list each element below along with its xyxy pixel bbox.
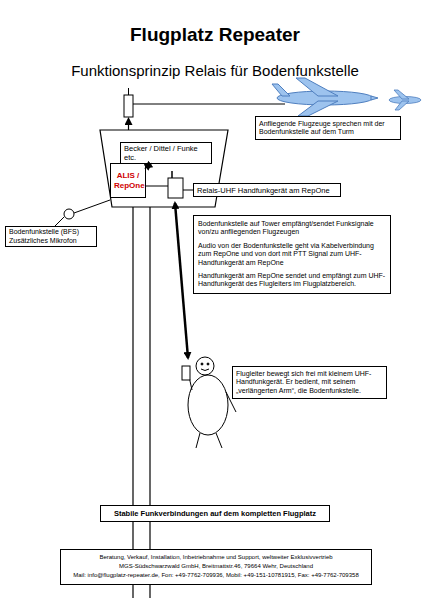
equipment-box: Becker / Dittel / Funke etc. <box>120 142 212 164</box>
radio-link <box>133 104 285 105</box>
aircraft <box>389 90 421 110</box>
node-text: ALIS / RepOne <box>114 171 142 190</box>
callout-box: Bodenfunkstelle (BFS)Zusätzliches Mikrof… <box>5 226 97 247</box>
footer-box: Beratung, Verkauf, Installation, Inbetri… <box>60 549 372 585</box>
antenna <box>124 95 133 117</box>
node-text: Anfliegende Flugzeuge sprechen mit der B… <box>259 120 397 137</box>
aircraft <box>272 78 378 116</box>
callout-box: Relais-UHF Handfunkgerät am RepOne <box>193 183 341 197</box>
node-text: Audio von der Bodenfunkstelle geht via K… <box>198 242 386 267</box>
subtitle: Funktionsprinzip Relais für Bodenfunkste… <box>0 62 430 79</box>
tower-pillar <box>132 207 133 598</box>
antenna-mast <box>128 88 129 95</box>
node-text: Bodenfunkstelle auf Tower empfängt/sende… <box>198 220 386 237</box>
microphone <box>64 209 74 219</box>
node-text: Beratung, Verkauf, Installation, Inbetri… <box>65 554 367 561</box>
handheld-antenna <box>171 171 173 178</box>
controller-figure <box>182 357 236 448</box>
node-text: Relais-UHF Handfunkgerät am RepOne <box>197 186 337 195</box>
leader-line <box>183 190 193 191</box>
cable <box>146 186 168 187</box>
leader-line <box>55 217 64 226</box>
microphone-cable <box>74 200 110 213</box>
node-text: Bodenfunkstelle (BFS) <box>9 228 93 236</box>
callout-box: Anfliegende Flugzeuge sprechen mit der B… <box>255 116 401 140</box>
handheld-radio <box>168 178 183 198</box>
node-text: Stabile Funkverbindungen auf dem komplet… <box>104 509 326 518</box>
node-text: Zusätzliches Mikrofon <box>9 237 93 245</box>
node-text: Mail: info@flugplatz-repeater.de, Fon: +… <box>65 572 367 579</box>
callout-box: Flugleiter bewegt sich frei mit kleinem … <box>232 366 387 399</box>
node-text: MGS-Südschwarzwald GmbH, Breitmattstr.46… <box>65 563 367 570</box>
description-box: Bodenfunkstelle auf Tower empfängt/sende… <box>193 215 391 294</box>
repeater-box: ALIS / RepOne <box>110 163 146 198</box>
tower-pillar <box>149 207 150 598</box>
highlight-box: Stabile Funkverbindungen auf dem komplet… <box>100 505 330 522</box>
title: Flugplatz Repeater <box>0 24 430 46</box>
uhf-link <box>175 203 188 358</box>
connector-arrow <box>146 164 151 167</box>
node-text: Flugleiter bewegt sich frei mit kleinem … <box>236 370 383 395</box>
node-text: Handfunkgerät am RepOne sendet und empfä… <box>198 272 386 289</box>
node-text: Becker / Dittel / Funke etc. <box>124 144 208 162</box>
